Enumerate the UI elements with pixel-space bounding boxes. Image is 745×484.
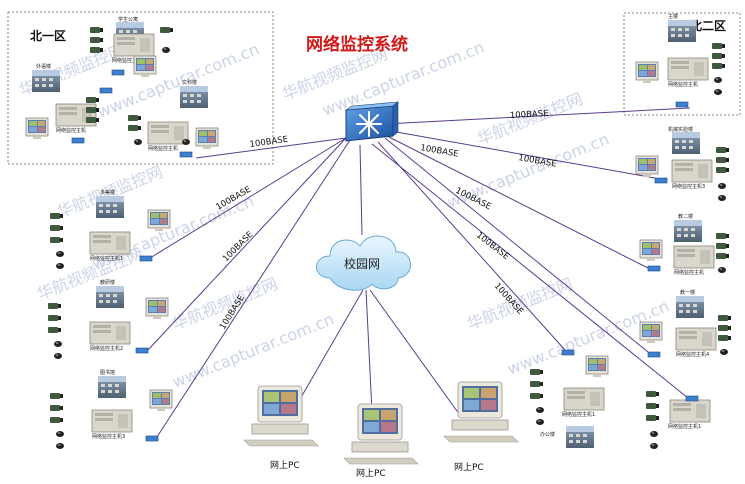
building-label: 图书馆 — [100, 369, 115, 376]
site-teaching-building-2: 教二楼 网络监控主机 — [639, 213, 729, 276]
building-label: 教研楼 — [100, 279, 115, 286]
backbone-links — [147, 107, 691, 441]
link-labels: 100BASE 100BASE 100BASE 100BASE 100BASE … — [215, 109, 558, 332]
host-label: 网络监控主机1 — [90, 255, 123, 262]
web-pc-2: 网上PC — [343, 403, 419, 479]
site-host-north-1: 网络监控主机 — [25, 87, 113, 144]
building-label: 主楼 — [668, 13, 678, 20]
campus-network-cloud: 校园网 — [316, 235, 411, 291]
host-label: 网络监控主机3 — [672, 183, 705, 190]
site-host-right-bottom: 网络监控主机1 — [646, 391, 711, 449]
site-foreign-language-building: 外语楼 — [32, 63, 60, 92]
host-label: 网络监控主机1 — [668, 423, 701, 430]
host-label: 网络监控主机2 — [90, 345, 123, 352]
building-label: 办公楼 — [540, 431, 555, 438]
pc-label: 网上PC — [270, 460, 300, 471]
host-label: 网络监控主机 — [148, 145, 178, 152]
link-label: 100BASE — [510, 109, 549, 121]
site-library: 图书馆 网络监控主机3 — [50, 369, 173, 449]
pc-label: 网上PC — [454, 462, 484, 473]
diagram-title: 网络监控系统 — [306, 34, 408, 55]
site-student-dorm: 学生公寓 网络监控主机 — [90, 16, 173, 78]
host-label: 网络监控主机 — [112, 57, 142, 64]
core-switch — [345, 101, 399, 142]
link-label: 100BASE — [221, 230, 255, 264]
site-mechanical-lab: 机械实验楼 网络监控主机3 — [635, 126, 729, 201]
site-duomei-building: 多美楼 网络监控主机1 — [50, 189, 171, 269]
host-label: 网络监控主机 — [674, 269, 704, 276]
building-label: 多美楼 — [100, 189, 115, 196]
site-main-building: 主楼 网络监控主机 — [635, 13, 725, 108]
zone-north-two-box — [623, 12, 741, 116]
web-pc-3: 网上PC — [443, 381, 519, 473]
host-label: 网络监控主机 — [56, 127, 86, 134]
zone-north-one-label: 北一区 — [30, 28, 66, 43]
building-label: 外语楼 — [36, 63, 51, 70]
site-teaching-research-building: 教研楼 网络监控主机2 — [48, 279, 169, 359]
building-label: 教一楼 — [680, 289, 695, 296]
host-label: 网络监控主机 — [668, 81, 698, 88]
pc-label: 网上PC — [356, 468, 386, 479]
site-liberal-arts-building: 文科楼 网络监控主机 — [128, 79, 219, 158]
building-label: 教二楼 — [678, 213, 693, 220]
link-label: 100BASE — [419, 143, 459, 160]
zone-north-one-box — [7, 11, 274, 165]
cloud-label: 校园网 — [344, 256, 380, 271]
host-label: 网络监控主机1 — [562, 411, 595, 418]
host-label: 网络监控主机4 — [676, 351, 709, 358]
building-label: 学生公寓 — [118, 16, 138, 23]
zone-north-two-label: 北二区 — [690, 18, 726, 33]
building-label: 文科楼 — [182, 79, 197, 86]
building-label: 机械实验楼 — [668, 126, 693, 133]
web-pc-1: 网上PC — [243, 385, 319, 471]
site-teaching-building-1: 教一楼 网络监控主机4 — [639, 289, 731, 358]
host-label: 网络监控主机3 — [92, 433, 125, 440]
link-label: 100BASE — [249, 135, 289, 150]
switch-star-icon — [356, 111, 382, 137]
site-office-building: 网络监控主机1 办公楼 — [530, 349, 609, 448]
